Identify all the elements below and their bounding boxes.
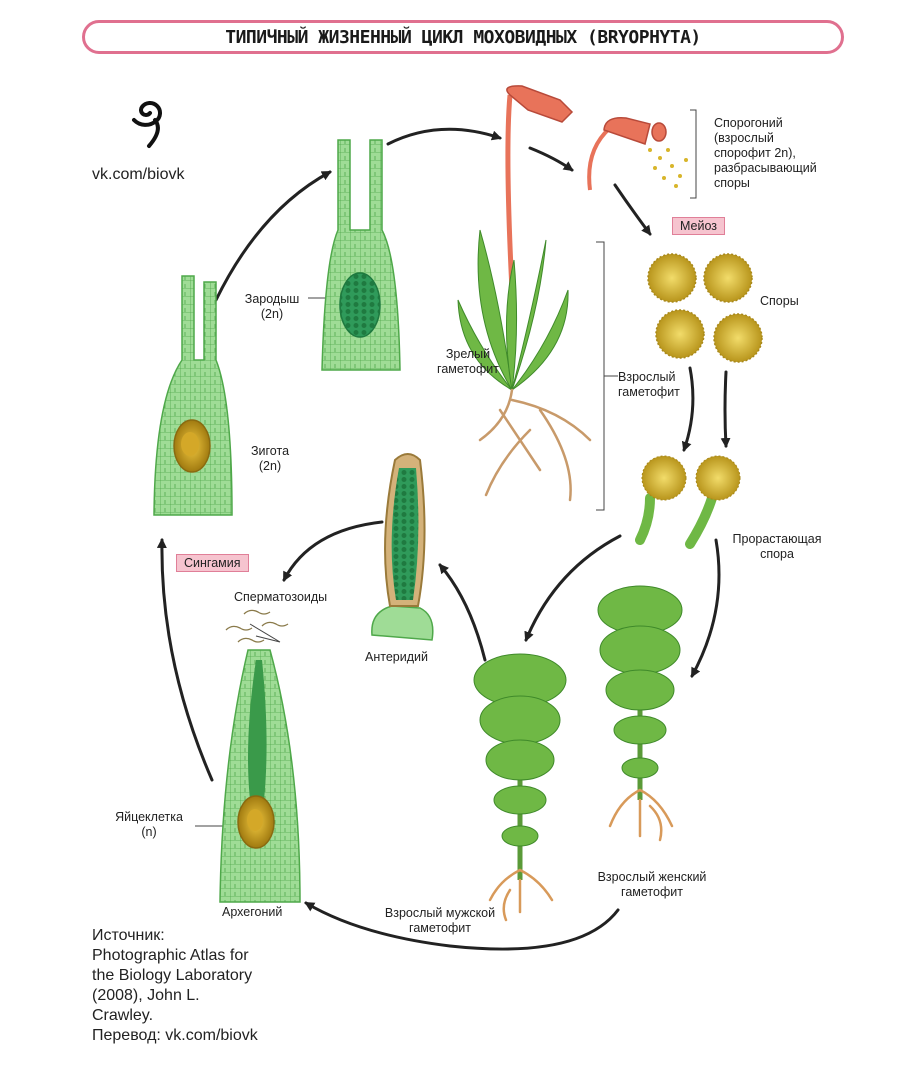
label-embryo: Зародыш (2n) [244,292,300,321]
arrow-to-archegonium [304,901,620,951]
label-archegonium: Архегоний [222,905,283,919]
arrow-to-sperm [282,520,384,582]
arrow-spore-germinate-2 [720,370,731,448]
label-mature-gametophyte: Зрелый гаметофит [437,347,499,376]
label-sporogon: Спорогоний (взрослый спорофит 2n), разбр… [714,116,817,190]
sporogon-capsule-illustration [587,117,688,191]
label-antheridium: Антеридий [365,650,428,664]
source-credit: Источник: Photographic Atlas for the Bio… [92,927,258,1044]
label-germinating-spore: Прорастающая спора [732,532,822,561]
archegonium-illustration [219,649,301,903]
label-male-gametophyte: Взрослый мужской гаметофит [384,906,496,935]
arrow-to-sporogon [386,127,502,146]
badge-meiosis: Мейоз [672,217,726,235]
arrow-to-female [690,538,721,678]
label-adult-gametophyte: Взрослый гаметофит [618,370,680,399]
arrow-to-male [524,534,622,642]
spores-illustration [647,253,763,363]
logo-url: vk.com/biovk [92,166,185,183]
mature-gametophyte-illustration [457,85,592,502]
label-spores: Споры [760,294,799,308]
label-sperm: Сперматозоиды [234,590,328,604]
arrow-spore-germinate-1 [681,366,695,452]
male-gametophyte-illustration [473,653,567,922]
zygote-illustration [153,275,233,516]
sperm-illustration [225,609,289,643]
embryo-illustration [321,139,401,371]
spiral-icon [132,101,162,148]
female-gametophyte-illustration [597,585,683,842]
arrow-to-meiosis [613,183,652,236]
arrow-syngamy [156,538,214,782]
title-banner: ТИПИЧНЫЙ ЖИЗНЕННЫЙ ЦИКЛ МОХОВИДНЫХ (BRYO… [82,20,844,54]
arrow-to-antheridium [438,563,487,662]
antheridium-illustration [371,453,434,641]
badge-syngamy: Сингамия [176,554,249,572]
germinating-spores-illustration [635,455,741,549]
sporogon-bracket [690,109,697,199]
gametophyte-bracket [596,241,605,511]
label-female-gametophyte: Взрослый женский гаметофит [597,870,707,899]
diagram-title: ТИПИЧНЫЙ ЖИЗНЕННЫЙ ЦИКЛ МОХОВИДНЫХ (BRYO… [225,26,701,48]
label-egg: Яйцеклетка (n) [115,810,183,839]
arrow-capsule-open [528,146,574,172]
label-zygote: Зигота (2n) [250,444,290,473]
arrow-embryo-to-sporophyte [214,170,332,302]
